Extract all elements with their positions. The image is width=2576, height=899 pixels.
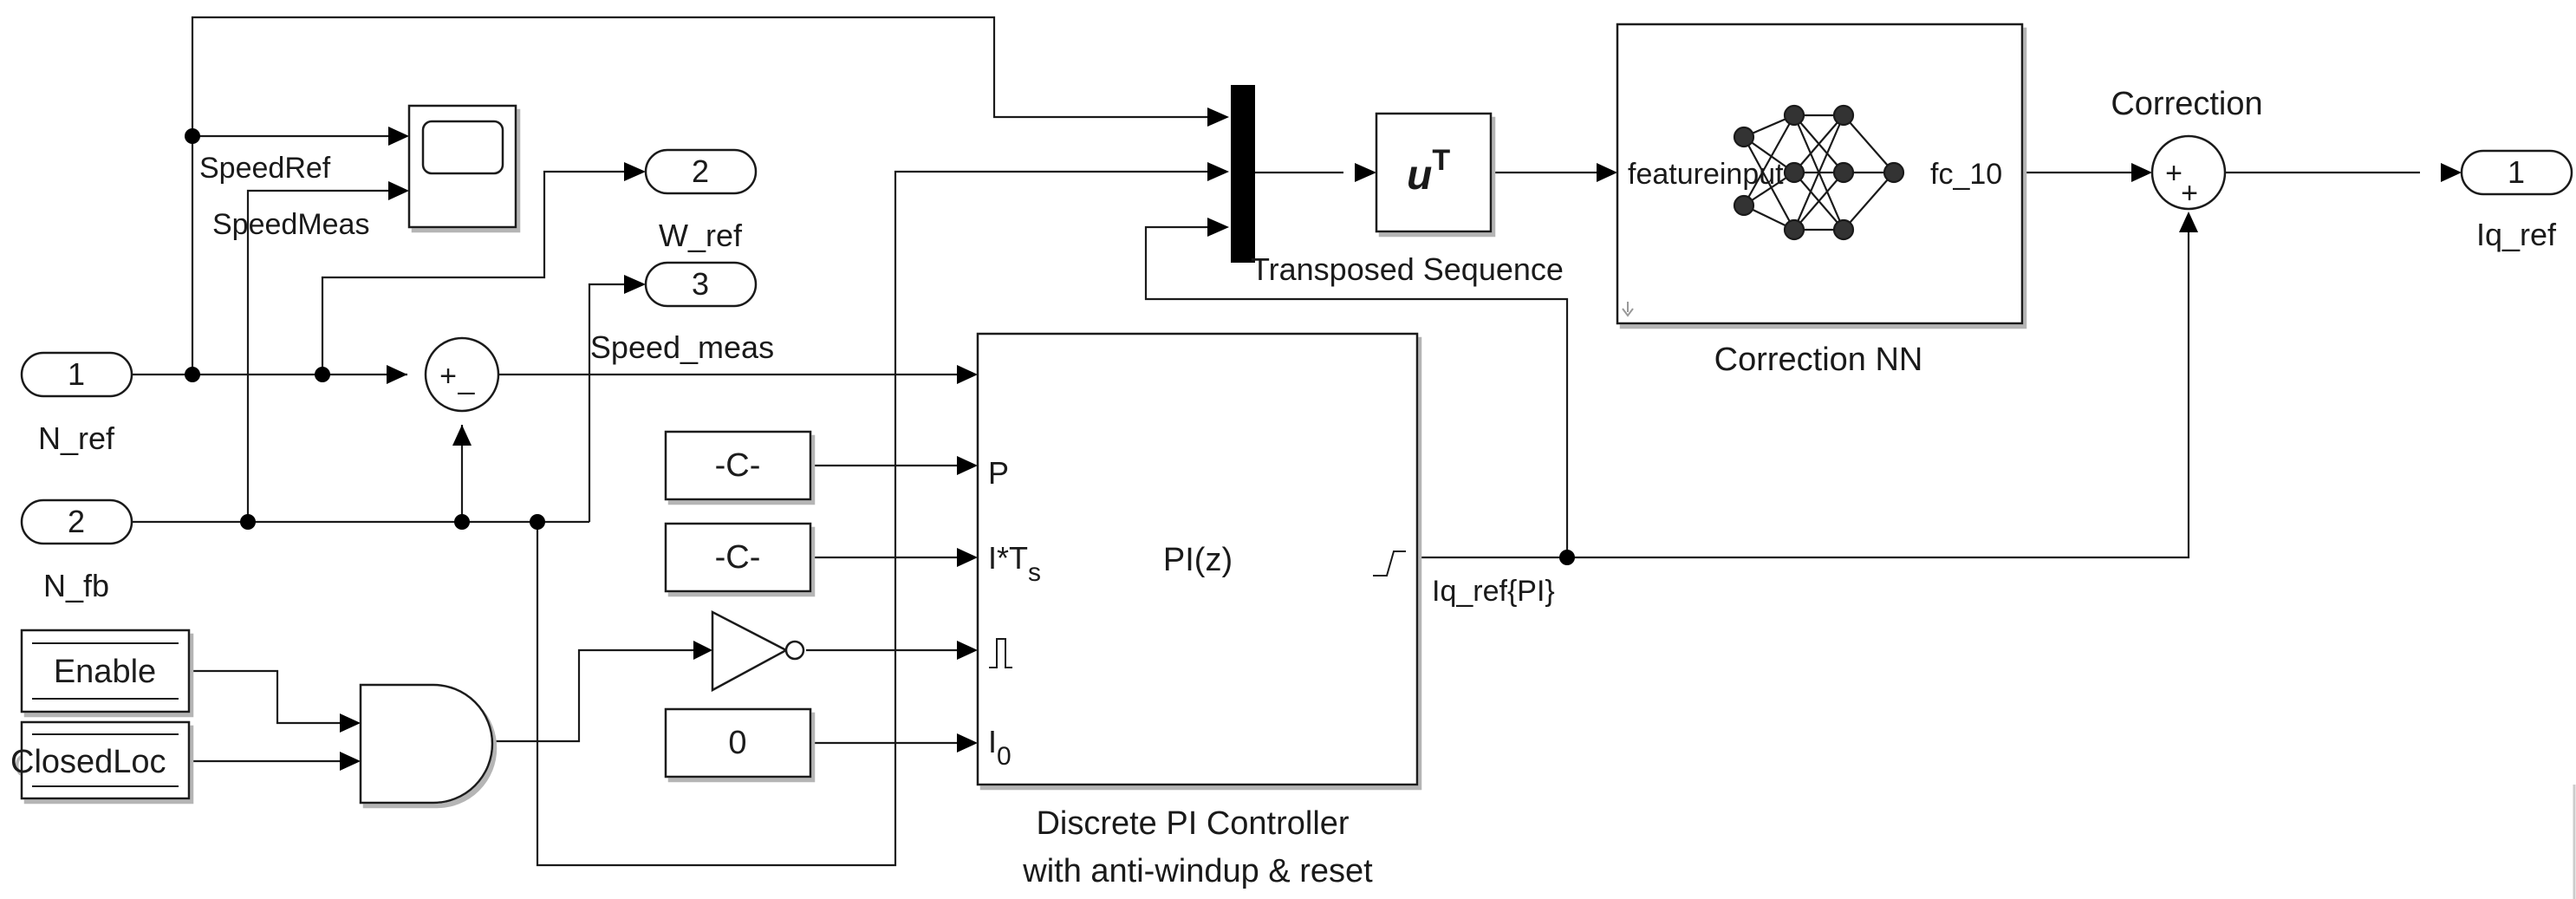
- branch-points: [185, 128, 1575, 565]
- svg-text:ClosedLoc: ClosedLoc: [10, 744, 166, 780]
- pi-controller-block[interactable]: [976, 332, 1419, 786]
- svg-text:Enable: Enable: [54, 654, 156, 690]
- transpose-block[interactable]: [1375, 112, 1493, 233]
- pi-center-label: PI(z): [1163, 542, 1233, 578]
- nn-output-label: fc_10: [1930, 158, 2002, 191]
- and-gate[interactable]: [359, 683, 494, 805]
- svg-text:2: 2: [692, 153, 709, 189]
- svg-text:+: +: [2165, 157, 2182, 190]
- svg-text:1: 1: [68, 356, 85, 392]
- constant-p-gain[interactable]: -C-: [664, 430, 812, 501]
- svg-text:+: +: [439, 360, 457, 393]
- port-i-label: I*Ts: [988, 540, 1041, 587]
- outport-w-ref[interactable]: 2 W_ref: [644, 148, 758, 253]
- not-gate[interactable]: [711, 609, 805, 693]
- error-sum-block[interactable]: + _: [424, 336, 500, 413]
- svg-text:-C-: -C-: [715, 447, 761, 484]
- outport-label: Iq_ref: [2476, 217, 2557, 252]
- arrowheads: [340, 107, 2462, 771]
- port-i0-label: I0: [988, 724, 1012, 771]
- inport-n-fb[interactable]: 2 N_fb: [20, 498, 133, 603]
- outport-iq-ref[interactable]: 1 Iq_ref: [2460, 149, 2573, 252]
- neural-network-icon: [1733, 104, 1905, 241]
- svg-text:_: _: [458, 362, 476, 395]
- inport-label: N_ref: [38, 420, 115, 456]
- signal-label-iq-ref-pi: Iq_ref{PI}: [1432, 575, 1555, 608]
- port-p-label: P: [988, 455, 1009, 491]
- down-arrow-icon: [1622, 302, 1634, 317]
- inport-n-ref[interactable]: 1 N_ref: [20, 351, 133, 456]
- svg-text:-C-: -C-: [715, 539, 761, 576]
- pi-controller-ports: P I*Ts I0 PI(z): [988, 455, 1406, 771]
- svg-text:1: 1: [2508, 154, 2525, 190]
- outport-speed-meas[interactable]: 3 Speed_meas: [590, 261, 774, 365]
- mux-block[interactable]: [1231, 85, 1255, 263]
- pi-caption-line1: Discrete PI Controller: [1036, 805, 1349, 842]
- svg-text:0: 0: [728, 725, 746, 761]
- reset-port-icon: [989, 638, 1012, 668]
- correction-label: Correction: [2111, 86, 2262, 122]
- svg-text:3: 3: [692, 266, 709, 302]
- outport-label: W_ref: [659, 218, 743, 253]
- from-tag-enable[interactable]: Enable: [20, 629, 191, 713]
- outport-label: Speed_meas: [590, 329, 774, 365]
- signal-label-speedmeas: SpeedMeas: [212, 208, 369, 241]
- from-tag-closedloop[interactable]: ClosedLoc: [10, 720, 191, 800]
- nn-caption: Correction NN: [1714, 342, 1923, 378]
- svg-text:2: 2: [68, 504, 85, 539]
- saturation-icon: [1373, 550, 1406, 577]
- constant-initial[interactable]: 0: [664, 707, 812, 778]
- mux-caption: Transposed Sequence: [1251, 251, 1564, 287]
- signal-label-speedref: SpeedRef: [199, 152, 331, 185]
- scope-block[interactable]: [407, 104, 517, 229]
- transpose-symbol: uT: [1407, 144, 1450, 199]
- constant-i-gain[interactable]: -C-: [664, 522, 812, 593]
- signal-lines: [132, 16, 2420, 867]
- pi-caption-line2: with anti-windup & reset: [1022, 853, 1373, 889]
- svg-text:+: +: [2181, 177, 2198, 210]
- nn-input-label: featureinput: [1628, 158, 1784, 191]
- correction-sum-block[interactable]: + +: [2150, 134, 2227, 211]
- inport-label: N_fb: [43, 568, 109, 603]
